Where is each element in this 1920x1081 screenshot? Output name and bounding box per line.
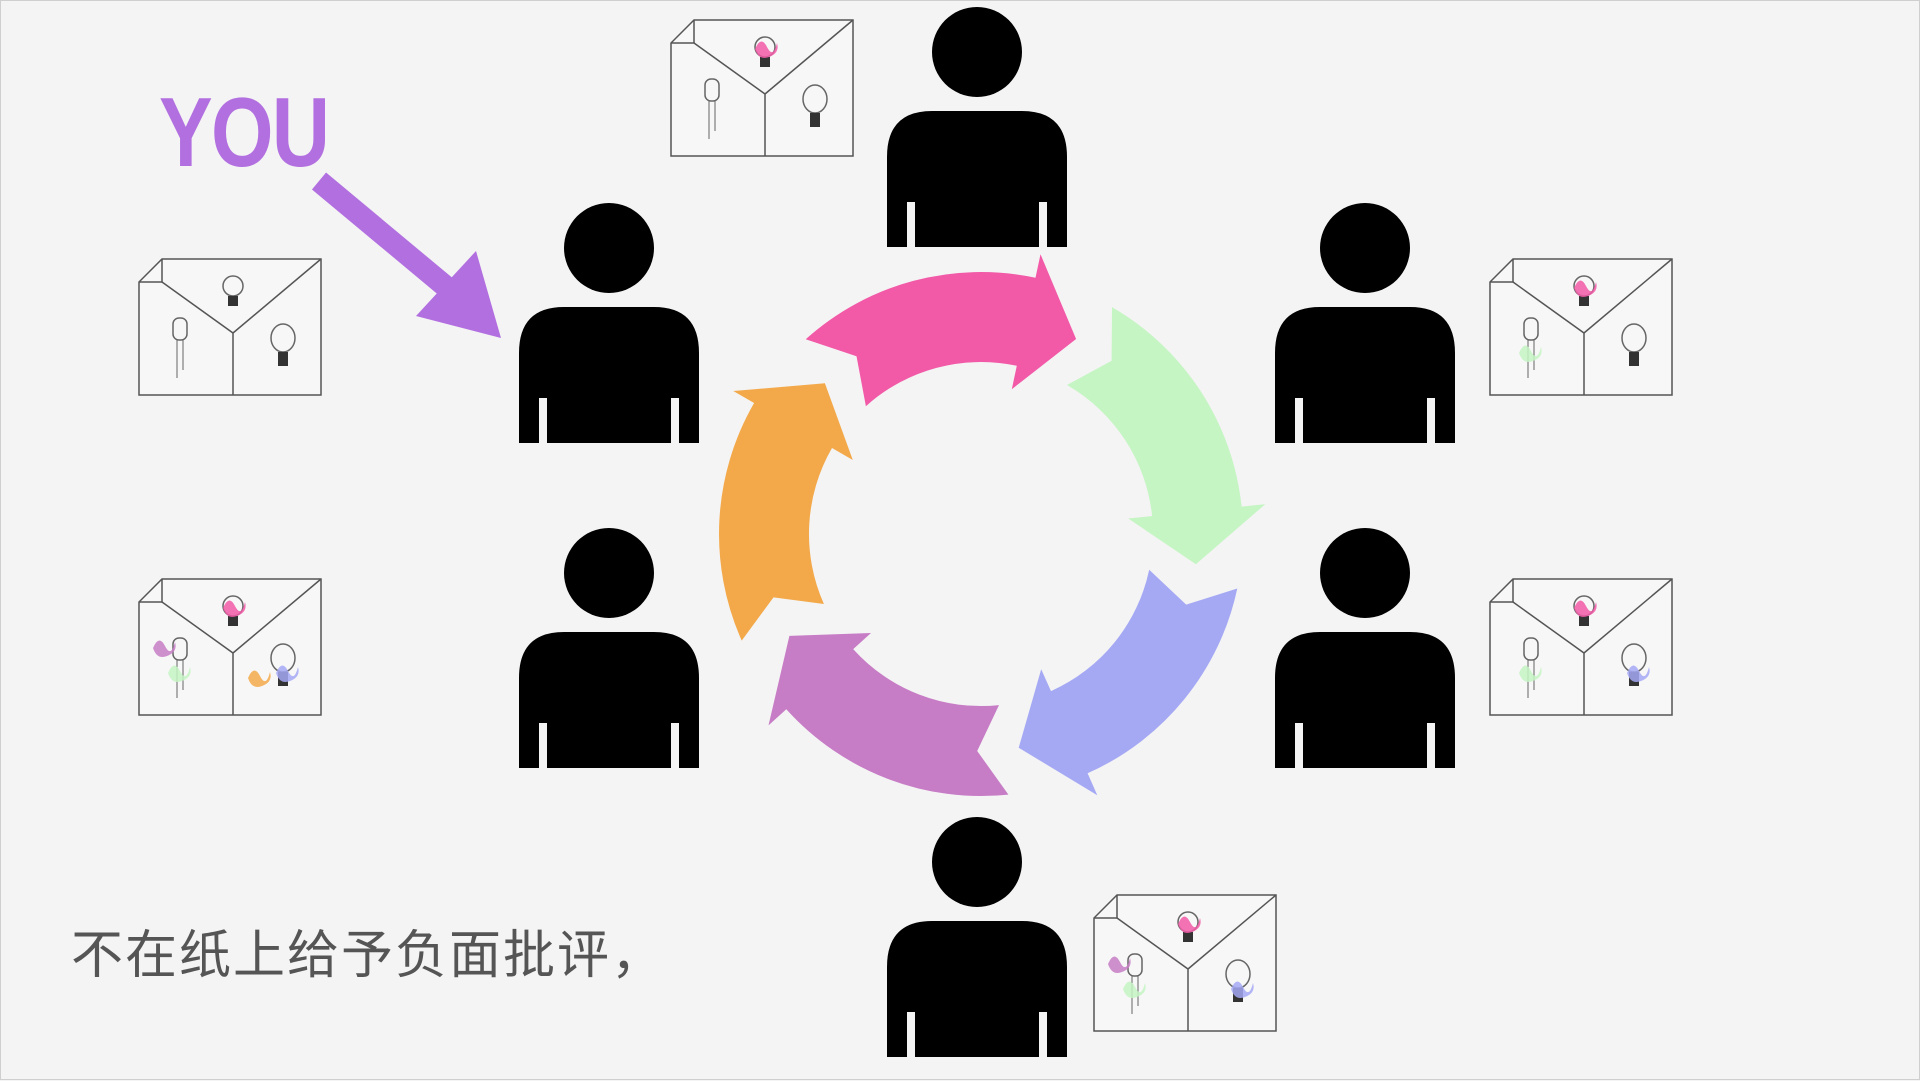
scribble-mark bbox=[276, 665, 299, 682]
scribble-mark bbox=[223, 600, 246, 617]
idea-sheet bbox=[1489, 578, 1673, 716]
cfl-bulb-icon bbox=[270, 323, 296, 366]
scribble-mark bbox=[1178, 916, 1201, 933]
scribble-mark bbox=[1123, 981, 1146, 998]
person-icon bbox=[887, 817, 1067, 1057]
cycle-arrow-purple bbox=[768, 633, 1009, 797]
person-icon bbox=[1275, 203, 1455, 443]
person-icon bbox=[1275, 528, 1455, 768]
person-icon bbox=[519, 528, 699, 768]
idea-sheet bbox=[138, 578, 322, 716]
scribble-mark bbox=[1519, 665, 1542, 682]
scribble-mark bbox=[153, 640, 176, 657]
cycle-arrow-orange bbox=[719, 383, 853, 641]
person-icon bbox=[887, 7, 1067, 247]
caption-text: 不在纸上给予负面批评， bbox=[71, 926, 666, 986]
scribble-mark bbox=[248, 670, 271, 687]
scribble-mark bbox=[1627, 665, 1650, 682]
cycle-arrow-pink bbox=[805, 254, 1077, 407]
idea-sheet bbox=[138, 258, 322, 396]
idea-sheet bbox=[1489, 258, 1673, 396]
idea-sheet bbox=[670, 19, 854, 157]
scribble-mark bbox=[1231, 981, 1254, 998]
led-icon bbox=[172, 317, 188, 378]
scribble-mark bbox=[1574, 600, 1597, 617]
cfl-bulb-icon bbox=[802, 84, 828, 127]
led-icon bbox=[704, 78, 720, 139]
scribble-mark bbox=[1574, 280, 1597, 297]
you-label: YOU bbox=[159, 77, 330, 187]
scribble-mark bbox=[1108, 956, 1131, 973]
person-icon bbox=[519, 203, 699, 443]
cfl-bulb-icon bbox=[1621, 323, 1647, 366]
scribble-mark bbox=[755, 41, 778, 58]
lightbulb-icon bbox=[222, 275, 244, 306]
cycle-arrow-blue bbox=[1018, 569, 1238, 796]
scribble-mark bbox=[168, 665, 191, 682]
scribble-mark bbox=[1519, 345, 1542, 362]
pointer-arrow-icon bbox=[311, 172, 501, 338]
idea-sheet bbox=[1093, 894, 1277, 1032]
cycle-arrow-green bbox=[1067, 307, 1266, 565]
